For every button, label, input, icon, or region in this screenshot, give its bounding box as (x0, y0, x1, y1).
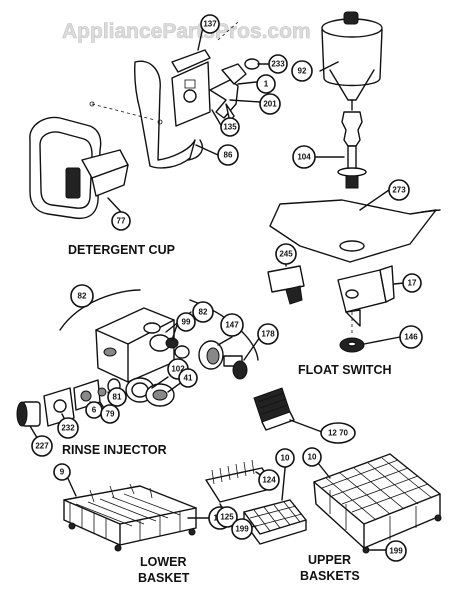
callout-245: 245 (275, 243, 297, 265)
callout-1: 1 (256, 74, 276, 94)
svg-text:227: 227 (35, 442, 49, 451)
svg-text:233: 233 (271, 60, 285, 69)
callout-99: 99 (176, 312, 196, 332)
label-lower-basket-line1: LOWER (140, 555, 187, 569)
svg-text:9: 9 (60, 468, 65, 477)
callout-233: 233 (268, 54, 288, 74)
callout-104: 104 (292, 145, 316, 169)
upper-baskets (205, 453, 442, 554)
svg-text:17: 17 (408, 279, 417, 288)
callout-41: 41 (178, 368, 198, 388)
callout-12-70: 12 70 (320, 422, 356, 444)
svg-text:125: 125 (220, 513, 234, 522)
svg-text:273: 273 (392, 186, 406, 195)
callout-178: 178 (257, 323, 279, 345)
callout-146: 146 (399, 325, 423, 349)
callout-9: 9 (53, 463, 71, 481)
callout-125: 125 (216, 506, 238, 528)
svg-text:201: 201 (263, 100, 277, 109)
callout-147: 147 (220, 313, 244, 337)
svg-text:77: 77 (117, 217, 126, 226)
callout-82: 82 (192, 301, 214, 323)
callout-137: 137 (200, 14, 220, 34)
callout-227: 227 (31, 435, 53, 457)
svg-text:86: 86 (224, 151, 233, 160)
svg-text:232: 232 (61, 424, 75, 433)
callout-10-upper-basket: 10 (302, 447, 322, 467)
rinse-injector-assembly (16, 289, 259, 427)
callout-82-group: 82 (70, 284, 94, 308)
svg-text:99: 99 (182, 318, 191, 327)
callout-232: 232 (57, 417, 79, 439)
float-switch-assembly (267, 11, 441, 353)
svg-text:82: 82 (78, 292, 87, 301)
svg-text:137: 137 (203, 20, 217, 29)
label-rinse-injector: RINSE INJECTOR (62, 443, 167, 457)
watermark: AppliancePartsPros.com (62, 20, 311, 43)
svg-text:199: 199 (235, 525, 249, 534)
callout-81: 81 (107, 387, 127, 407)
svg-text:10: 10 (281, 454, 290, 463)
label-lower-basket-line2: BASKET (138, 571, 190, 585)
label-detergent-cup: DETERGENT CUP (68, 243, 175, 257)
callout-77: 77 (111, 211, 131, 231)
svg-text:135: 135 (223, 123, 237, 132)
svg-text:41: 41 (184, 374, 193, 383)
svg-text:6: 6 (92, 406, 97, 415)
svg-text:245: 245 (279, 250, 293, 259)
callout-86: 86 (217, 144, 239, 166)
svg-text:104: 104 (297, 153, 311, 162)
svg-text:102: 102 (171, 365, 185, 374)
svg-text:81: 81 (113, 393, 122, 402)
callout-199-upper: 199 (385, 540, 407, 562)
svg-text:10: 10 (308, 453, 317, 462)
svg-text:199: 199 (389, 547, 403, 556)
svg-text:124: 124 (262, 476, 276, 485)
callout-199-small: 199 (231, 518, 253, 540)
svg-text:178: 178 (261, 330, 275, 339)
callout-135: 135 (220, 117, 240, 137)
svg-text:79: 79 (106, 410, 115, 419)
svg-text:82: 82 (199, 308, 208, 317)
callout-79: 79 (100, 404, 120, 424)
callout-201: 201 (259, 93, 281, 115)
label-float-switch: FLOAT SWITCH (298, 363, 392, 377)
svg-text:12 70: 12 70 (328, 429, 349, 438)
silverware-basket (253, 387, 295, 431)
label-upper-baskets-line1: UPPER (308, 553, 351, 567)
label-upper-baskets-line2: BASKETS (300, 569, 360, 583)
svg-text:1: 1 (264, 80, 269, 89)
detergent-cup-assembly (29, 21, 260, 220)
callout-124: 124 (258, 469, 280, 491)
callout-273: 273 (388, 179, 410, 201)
lower-basket (63, 483, 197, 552)
svg-text:147: 147 (225, 321, 239, 330)
callout-17: 17 (402, 273, 422, 293)
callout-10-small-basket: 10 (275, 448, 295, 468)
svg-text:92: 92 (298, 67, 307, 76)
callout-92: 92 (291, 60, 313, 82)
svg-text:146: 146 (404, 333, 418, 342)
callout-6: 6 (85, 401, 103, 419)
